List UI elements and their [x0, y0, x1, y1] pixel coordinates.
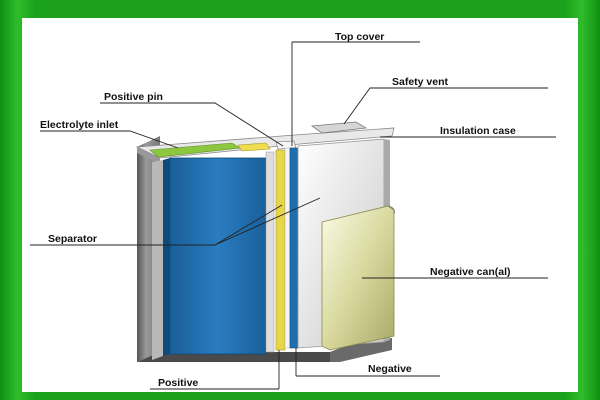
inner-lining: [152, 160, 163, 360]
label-electrolyte-inlet: Electrolyte inlet: [40, 119, 119, 131]
positive-pin-tab: [237, 142, 271, 152]
label-separator: Separator: [48, 233, 97, 245]
negative-plate: [289, 147, 299, 349]
negative-can: [321, 205, 395, 351]
label-insulation-case: Insulation case: [440, 125, 516, 137]
label-positive-pin: Positive pin: [104, 91, 163, 103]
label-negative: Negative: [368, 363, 412, 375]
positive-collector: [265, 151, 275, 353]
label-top-cover: Top cover: [335, 31, 384, 43]
label-safety-vent: Safety vent: [392, 76, 449, 88]
separator-gap: [284, 147, 291, 349]
leader-lines: [30, 41, 556, 390]
positive-plate: [163, 157, 267, 356]
label-positive: Positive: [158, 377, 198, 389]
label-negative-can: Negative can(al): [430, 266, 511, 278]
safety-vent-plate: [310, 121, 368, 134]
separator-layer: [275, 149, 286, 351]
